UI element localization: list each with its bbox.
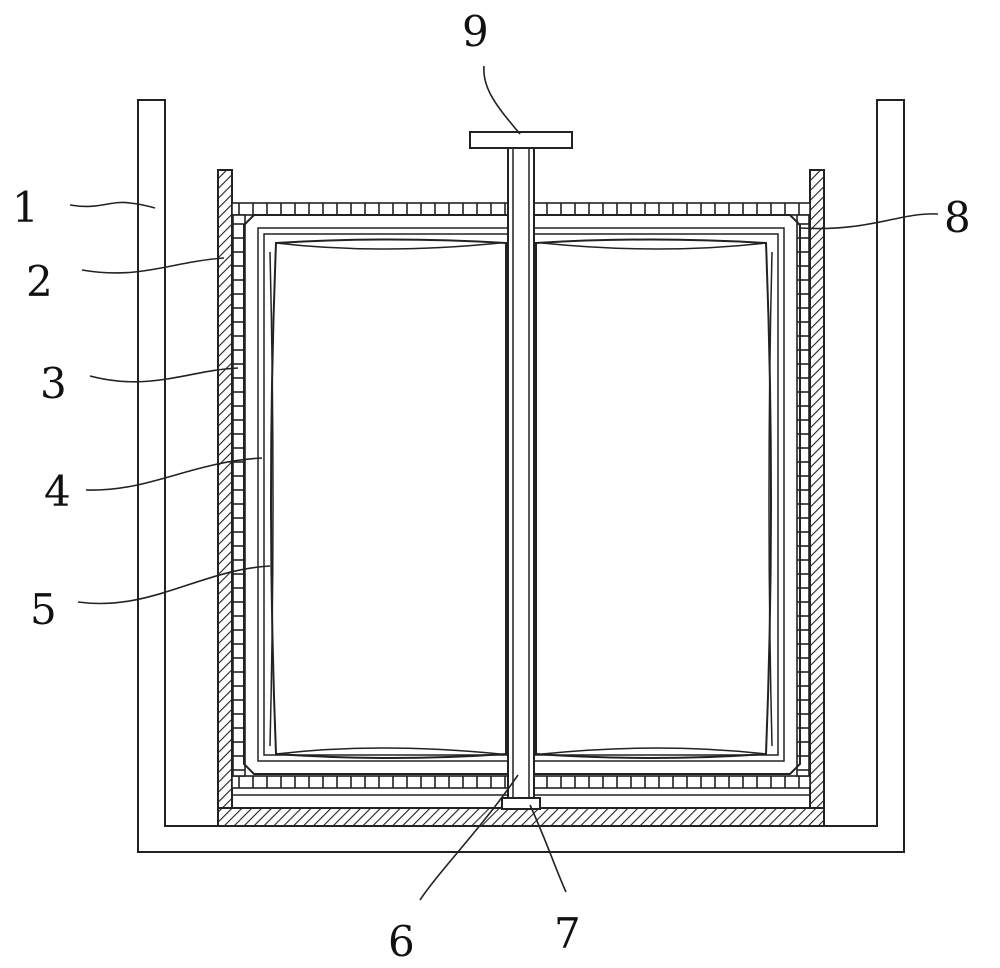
- label-3: 3: [40, 359, 67, 408]
- label-9: 9: [462, 7, 489, 56]
- leader-8: [799, 213, 939, 230]
- label-7: 7: [554, 909, 581, 958]
- label-6: 6: [388, 917, 415, 966]
- inner-vessel: [243, 214, 801, 775]
- outer-tank: [137, 99, 905, 853]
- leader-6: [419, 774, 519, 901]
- top-handle: [469, 131, 573, 149]
- central-shaft: [507, 147, 535, 799]
- hatched-casing: [217, 169, 825, 827]
- label-1: 1: [12, 183, 39, 232]
- bottom-bearing: [501, 797, 541, 810]
- bag-right: [535, 238, 773, 759]
- leader-5: [77, 565, 271, 605]
- label-8: 8: [944, 193, 971, 242]
- part-labels: 1 2 3 4 5 6 7 8 9: [12, 7, 971, 966]
- leader-2: [81, 257, 225, 274]
- leader-lines: [69, 65, 939, 901]
- label-2: 2: [26, 257, 53, 306]
- leader-4: [85, 457, 263, 491]
- leader-1: [69, 201, 156, 209]
- bag-left: [269, 238, 507, 759]
- label-5: 5: [30, 585, 57, 634]
- leader-7: [529, 804, 567, 893]
- leader-3: [89, 367, 239, 383]
- leader-9: [483, 65, 521, 135]
- label-4: 4: [44, 467, 71, 516]
